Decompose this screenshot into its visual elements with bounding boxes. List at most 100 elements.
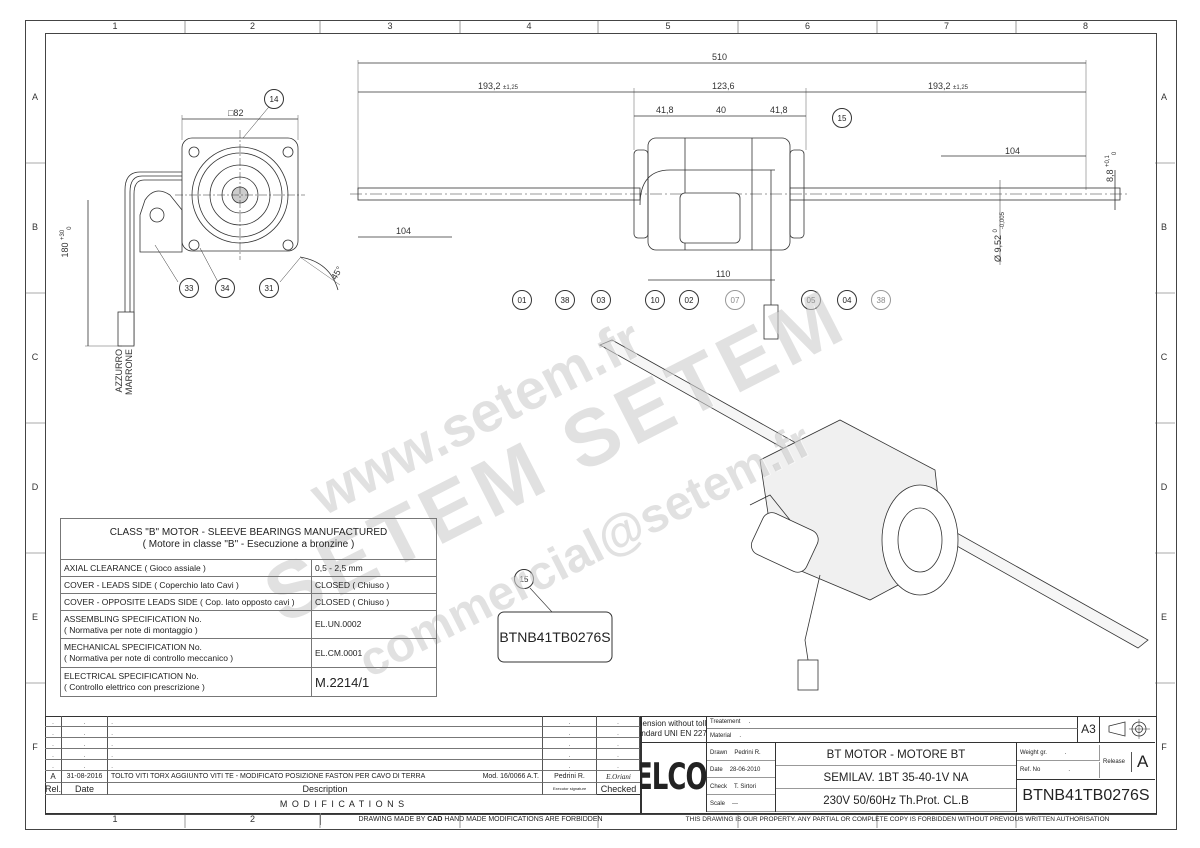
tol-lower: 0 [1111,151,1118,156]
tol: ±1,25 [503,85,519,91]
row-label-left: C [31,352,39,362]
cad-note-prefix: DRAWING MADE BY [358,815,428,823]
empty-modification-cell: . [597,760,640,771]
dim-shaft-diameter: Ø 9,52 0-0,005 [993,212,1006,262]
ref-field: Ref. No. [1017,762,1100,778]
mod-description: TOLTO VITI TORX AGGIUNTO VITI TE - MODIF… [111,773,426,780]
cad-note: DRAWING MADE BY CAD HAND MADE MODIFICATI… [320,813,640,825]
spec-row: MECHANICAL SPECIFICATION No.( Normativa … [60,638,437,668]
column-label: 1 [112,21,118,31]
drawn-field: Drawn Pedrini R. [707,745,775,761]
empty-modification-cell: . [543,738,597,749]
mod-rel: A [45,771,62,783]
spec-label: ELECTRICAL SPECIFICATION No. [64,671,199,681]
spec-label: COVER - OPPOSITE LEADS SIDE ( Cop. lato … [64,596,295,607]
iso-bracket [749,494,791,521]
isometric-view [599,339,1149,691]
row-label-left: F [32,742,38,752]
spec-row: ASSEMBLING SPECIFICATION No.( Normativa … [60,610,437,639]
dim-shaft-right: 193,2 ±1,25 [928,81,968,91]
angle-arc [299,256,339,291]
spec-value: CLOSED ( Chiuso ) [311,576,437,594]
spec-rows: AXIAL CLEARANCE ( Gioco assiale ) 0,5 - … [60,559,437,697]
dim-value: 8,8 [1105,169,1115,182]
tol: ±1,25 [953,85,969,91]
empty-modification-cell: . [45,727,62,738]
row-label-right: A [1160,92,1167,102]
empty-modification-cell: . [45,716,62,727]
screw-hole [188,146,200,158]
spec-value: EL.UN.0002 [311,610,437,639]
row-label-left: A [31,92,38,102]
mod-description-cell: TOLTO VITI TORX AGGIUNTO VITI TE - MODIF… [108,771,543,783]
treatment-label: Treatement [710,719,741,725]
title-line-2: SEMILAV. 1BT 35-40-1V NA [776,767,1016,789]
callout-bubble: 38 [871,290,891,310]
tol-upper: 0 [993,229,999,233]
empty-modification-cell: . [108,727,543,738]
sheet-size: A3 [1078,716,1100,743]
title-line-1: BT MOTOR - MOTORE BT [776,744,1016,766]
column-label: 2 [249,21,255,31]
column-label: 5 [665,21,671,31]
screw-hole [282,239,294,251]
empty-modification-cell: . [597,727,640,738]
cad-note-suffix: HAND MADE MODIFICATIONS ARE FORBIDDEN [442,815,603,823]
dim-seg-mid: 40 [716,105,727,115]
spec-label-it: ( Normativa per note di controllo meccan… [64,653,234,663]
empty-modification-cell: . [45,738,62,749]
spec-label: AXIAL CLEARANCE ( Gioco assiale ) [64,562,206,573]
header-rel: Rel. [45,783,62,795]
spec-header-cell: CLASS "B" MOTOR - SLEEVE BEARINGS MANUFA… [60,518,437,560]
dim-seg-left: 41,8 [656,105,674,115]
callout-bubble: 15 [832,108,852,128]
spec-row: COVER - LEADS SIDE ( Coperchio lato Cavi… [60,576,437,594]
side-view [350,60,1130,340]
release-value: A [1131,751,1148,772]
capacitor [679,192,741,244]
drawn-value: Pedrini R. [734,749,761,756]
spec-label-cell: COVER - LEADS SIDE ( Coperchio lato Cavi… [60,576,312,594]
header-description: Description [108,783,543,795]
spec-table: CLASS "B" MOTOR - SLEEVE BEARINGS MANUFA… [60,518,437,697]
callout-bubble: 38 [555,290,575,310]
property-note: THIS DRAWING IS OUR PROPERTY. ANY PARTIA… [685,815,1110,823]
row-label-right: F [1161,742,1167,752]
mod-date: 31-08-2016 [62,771,108,783]
row-label-right: E [1160,612,1167,622]
spec-label-cell: MECHANICAL SPECIFICATION No.( Normativa … [60,638,312,668]
tol-upper: +30 [60,229,66,240]
drawn-label: Drawn [710,749,728,756]
empty-modification-cell: . [597,749,640,760]
spec-title: CLASS "B" MOTOR - SLEEVE BEARINGS MANUFA… [109,527,388,538]
spec-value: M.2214/1 [311,667,437,697]
wire-color-2: MARRONE [124,348,134,395]
header-date: Date [62,783,108,795]
callout-bubble: 05 [801,290,821,310]
date-label: Date [710,766,723,773]
spec-label-cell: ELECTRICAL SPECIFICATION No.( Controllo … [60,667,312,697]
empty-modification-cell: . [108,738,543,749]
column-label: 7 [943,21,949,31]
tolerance-note: For dimension without tollerancesee stan… [640,716,707,743]
spec-value: CLOSED ( Chiuso ) [311,593,437,611]
part-number: BTNB41TB0276S [1017,779,1155,812]
capacitor-bracket [139,190,183,253]
column-label-bottom: 1 [112,814,118,824]
label-tag-box [497,611,613,663]
empty-modification-cell: . [62,749,108,760]
callout-bubble: 04 [837,290,857,310]
row-label-right: C [1160,352,1168,362]
treatment-value: . [748,719,751,725]
callout-bubble: 15 [514,569,534,589]
tol-lower: 0 [66,226,73,230]
elco-logo: ELCO® [640,743,707,812]
modifications-border [45,716,642,814]
spec-label-cell: COVER - OPPOSITE LEADS SIDE ( Cop. lato … [60,593,312,611]
spec-row: ELECTRICAL SPECIFICATION No.( Controllo … [60,667,437,697]
row-label-left: E [31,612,38,622]
callout-bubble: 31 [259,278,279,298]
logo-text: ELCO [640,756,707,799]
material-value: . [739,732,742,739]
